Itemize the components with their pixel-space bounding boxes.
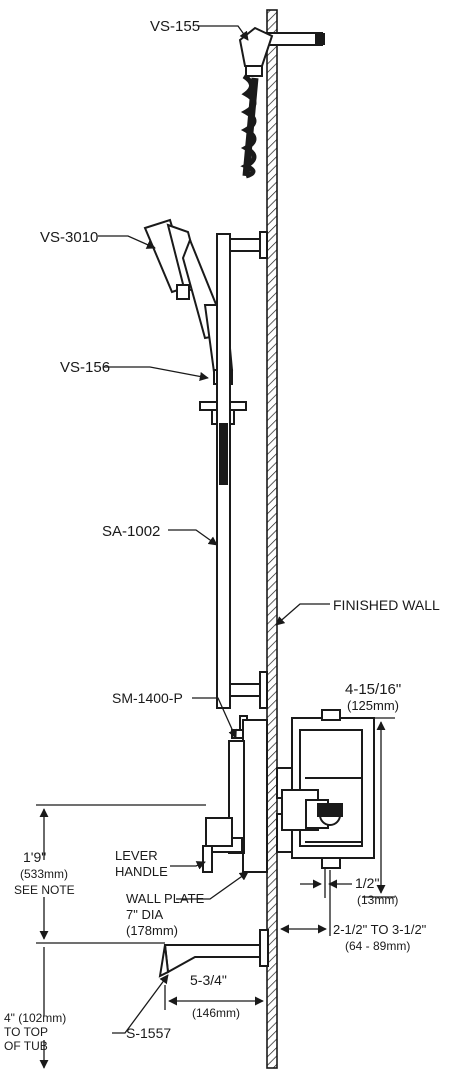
label-sm1400p: SM-1400-P: [112, 690, 183, 706]
dim-offset-half: 1/2": [355, 875, 379, 891]
dim-depth-mm: (64 - 89mm): [345, 939, 410, 953]
dim-tub-line1: 4" (102mm): [4, 1011, 66, 1025]
valve-rough-in: [276, 709, 375, 869]
dim-depth: 2-1/2" TO 3-1/2": [333, 922, 427, 937]
dim-tub-line3: OF TUB: [4, 1039, 48, 1053]
label-lever-line2: HANDLE: [115, 864, 168, 879]
label-wallplate-line3: (178mm): [126, 923, 178, 938]
vs155-wall-supply: [238, 26, 325, 179]
label-vs155: VS-155: [150, 18, 200, 35]
finished-wall: [266, 9, 278, 1069]
label-lever-line1: LEVER: [115, 848, 158, 863]
dim-valve-height-mm: (125mm): [347, 698, 399, 713]
dim-height-note: SEE NOTE: [14, 883, 75, 897]
dim-height-1-9: 1'9": [23, 849, 46, 865]
label-wallplate-line1: WALL PLATE: [126, 891, 205, 906]
label-wallplate-line2: 7" DIA: [126, 907, 163, 922]
label-vs156: VS-156: [60, 359, 110, 376]
label-sa1002: SA-1002: [102, 523, 160, 540]
dim-spout-reach: 5-3/4": [190, 972, 227, 988]
dim-valve-height: 4-15/16": [345, 681, 401, 698]
leader-lines: [98, 25, 330, 1034]
dim-offset-half-mm: (13mm): [357, 893, 398, 907]
s1557-tub-spout: [158, 929, 269, 978]
dim-tub-line2: TO TOP: [4, 1025, 48, 1039]
dim-height-1-9-mm: (533mm): [20, 867, 68, 881]
dim-spout-reach-mm: (146mm): [192, 1006, 240, 1020]
sm1400p-valve: [202, 715, 268, 873]
label-vs3010: VS-3010: [40, 229, 98, 246]
dimension-lines: [36, 717, 395, 1069]
sa1002-slide-bar: [216, 231, 268, 709]
label-s1557: S-1557: [126, 1025, 171, 1041]
label-finished-wall: FINISHED WALL: [333, 597, 440, 613]
text-labels: VS-155 VS-3010 VS-156 SA-1002 FINISHED W…: [4, 18, 440, 1053]
